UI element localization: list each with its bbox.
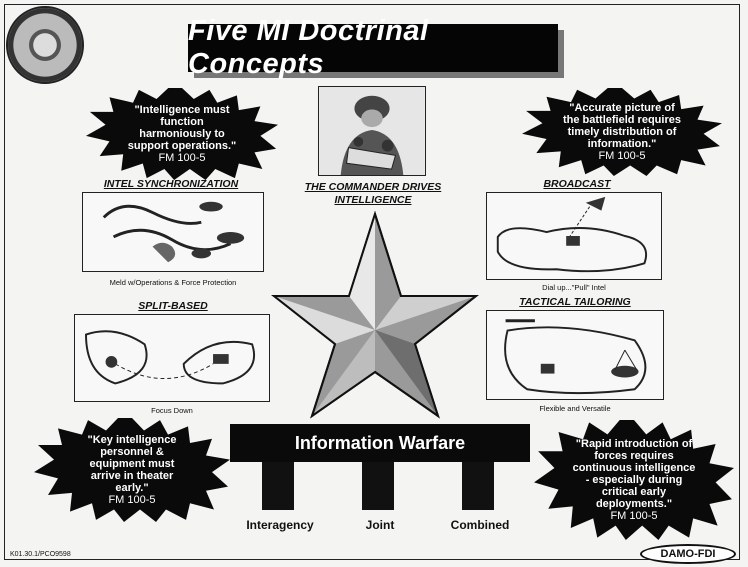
commander-illustration xyxy=(318,86,426,176)
pillar-label-interagency: Interagency xyxy=(246,518,314,532)
caption-broadcast: Dial up..."Pull" Intel xyxy=(542,283,606,292)
quote-text: "Key intelligence personnel & equipment … xyxy=(87,434,177,494)
intel-sync-icon xyxy=(102,201,245,263)
quote-burst-top-left: "Intelligence must function harmoniously… xyxy=(84,88,280,180)
quote-burst-bottom-left: "Key intelligence personnel & equipment … xyxy=(32,418,232,522)
tactical-tailoring-illustration xyxy=(486,310,664,400)
quote-text: "Rapid introduction of forces requires c… xyxy=(572,438,696,510)
pillar-joint xyxy=(362,462,394,510)
slide-code: K01.30.1/PCO9598 xyxy=(10,551,71,558)
quote-source: FM 100-5 xyxy=(610,510,658,522)
star-icon xyxy=(270,210,480,420)
concept-label-commander: THE COMMANDER DRIVES INTELLIGENCE xyxy=(304,181,442,206)
quote-text: "Accurate picture of the battlefield req… xyxy=(563,102,681,150)
starburst-shape xyxy=(34,418,230,522)
caption-intel-sync: Meld w/Operations & Force Protection xyxy=(109,278,237,287)
tactical-tailoring-icon xyxy=(504,319,647,395)
quote-burst-top-right: "Accurate picture of the battlefield req… xyxy=(520,88,724,176)
quote-source: FM 100-5 xyxy=(108,494,156,506)
split-based-icon xyxy=(85,330,255,385)
quote-text: "Intelligence must function harmoniously… xyxy=(127,104,237,152)
army-seal-icon xyxy=(6,6,84,84)
pillar-interagency xyxy=(262,462,294,510)
pillar-label-joint: Joint xyxy=(365,518,395,532)
intel-sync-illustration xyxy=(82,192,264,272)
caption-split-based: Focus Down xyxy=(151,406,193,415)
quote-burst-bottom-right: "Rapid introduction of forces requires c… xyxy=(532,420,736,540)
concept-label-intel-sync: INTEL SYNCHRONIZATION xyxy=(103,178,239,190)
starburst-shape xyxy=(534,420,734,540)
quote-source: FM 100-5 xyxy=(158,152,206,164)
split-based-illustration xyxy=(74,314,270,402)
slide-frame xyxy=(4,4,740,560)
caption-tactical-tailoring: Flexible and Versatile xyxy=(539,404,611,413)
office-badge: DAMO-FDI xyxy=(640,544,736,564)
information-warfare-title: Information Warfare xyxy=(294,432,466,453)
pillar-label-combined: Combined xyxy=(450,518,510,532)
concept-label-broadcast: BROADCAST xyxy=(543,178,611,190)
starburst-shape xyxy=(522,88,722,176)
soldier-icon xyxy=(319,87,425,175)
concept-label-split-based: SPLIT-BASED xyxy=(138,300,208,312)
broadcast-icon xyxy=(496,196,648,273)
information-warfare-bar: Information Warfare xyxy=(230,424,530,462)
broadcast-illustration xyxy=(486,192,662,280)
concept-label-tactical-tailoring: TACTICAL TAILORING xyxy=(519,296,631,308)
page-title: Five MI Doctrinal Concepts xyxy=(188,15,429,80)
starburst-shape xyxy=(85,88,279,180)
title-banner: Five MI Doctrinal Concepts xyxy=(188,15,558,80)
quote-source: FM 100-5 xyxy=(598,150,646,162)
pillar-combined xyxy=(462,462,494,510)
